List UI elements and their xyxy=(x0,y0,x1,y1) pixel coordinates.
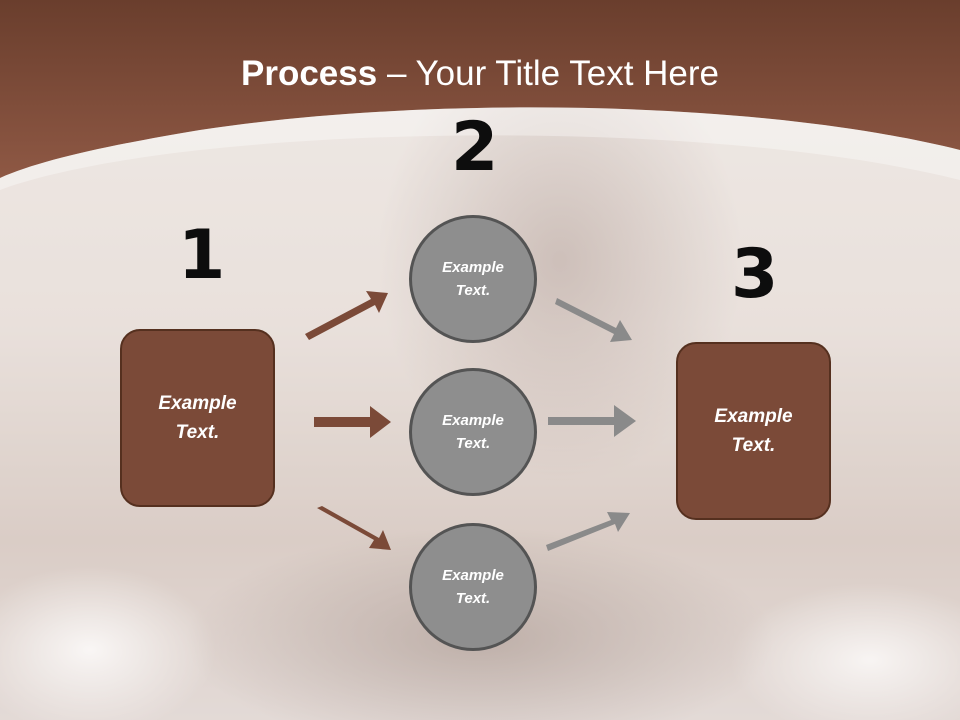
step-number-1: 1 xyxy=(178,216,226,295)
arrow-1-to-bottom xyxy=(317,506,391,550)
title-bold: Process xyxy=(241,54,378,93)
step-3-box-text: Example Text. xyxy=(714,406,793,456)
step-number-2: 2 xyxy=(451,108,499,187)
circle-top-text: Example Text. xyxy=(442,259,504,299)
step-2-circle-top[interactable]: Example Text. xyxy=(409,215,537,343)
header-band xyxy=(0,0,960,190)
arrow-middle-to-3 xyxy=(548,405,636,437)
step-2-circle-middle[interactable]: Example Text. xyxy=(409,368,537,496)
circle-bottom-text: Example Text. xyxy=(442,567,504,607)
arrow-top-to-3 xyxy=(555,298,632,342)
slide-title: Process – Your Title Text Here xyxy=(0,50,960,98)
arrow-1-to-top xyxy=(305,291,388,340)
circle-middle-text: Example Text. xyxy=(442,412,504,452)
title-rest: – Your Title Text Here xyxy=(377,54,719,93)
step-3-box[interactable]: Example Text. xyxy=(676,342,831,520)
arrow-1-to-middle xyxy=(314,406,391,438)
arrow-bottom-to-3 xyxy=(546,512,630,551)
step-1-box[interactable]: Example Text. xyxy=(120,329,275,507)
step-2-circle-bottom[interactable]: Example Text. xyxy=(409,523,537,651)
step-1-box-text: Example Text. xyxy=(158,393,237,443)
step-number-3: 3 xyxy=(731,235,779,314)
